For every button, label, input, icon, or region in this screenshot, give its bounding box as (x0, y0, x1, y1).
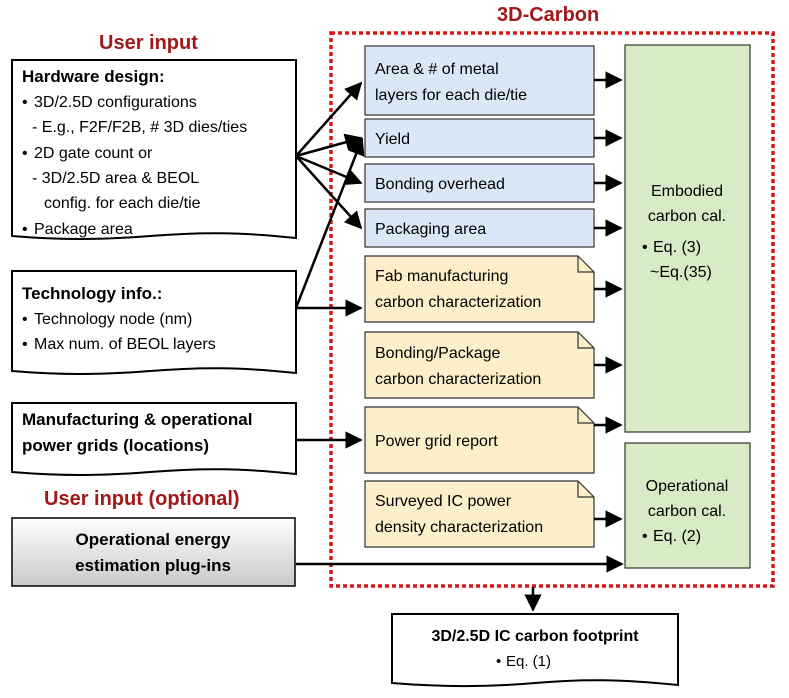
packaging-area-label: Packaging area (375, 221, 486, 238)
operational-title-line-1: Operational (646, 478, 729, 495)
fab-characterization-fold (577, 256, 594, 273)
fab-characterization-box (364, 255, 595, 323)
bonding-package-line-2: carbon characterization (375, 371, 541, 388)
hardware-bullet-2: • (22, 145, 28, 162)
area-metal-line-1: Area & # of metal (375, 61, 499, 78)
user-input-title: User input (99, 32, 198, 54)
hardware-line-3: 2D gate count or (34, 145, 153, 162)
tool-title: 3D-Carbon (497, 4, 599, 26)
surveyed-power-line-1: Surveyed IC power (375, 493, 512, 510)
area-metal-box (364, 45, 595, 116)
embodied-eq-line-2: ~Eq.(35) (650, 264, 712, 281)
hardware-title: Hardware design: (22, 67, 165, 86)
bonding-package-fold (577, 332, 594, 349)
technology-bullet-2: • (22, 336, 28, 353)
output-title: 3D/2.5D IC carbon footprint (431, 628, 639, 645)
bonding-overhead-box (364, 163, 595, 203)
grids-title-line-1: Manufacturing & operational (22, 410, 252, 429)
embodied-bullet: • (642, 239, 648, 256)
fab-characterization-line-2: carbon characterization (375, 294, 541, 311)
yield-label: Yield (375, 131, 410, 148)
bonding-package-line-1: Bonding/Package (375, 345, 501, 362)
arrow-hardware-to-bonding (295, 154, 363, 186)
hardware-bullet-3: • (22, 221, 28, 238)
arrow-technology-to-yield (294, 137, 365, 309)
packaging-area-box (364, 208, 595, 248)
embodied-title-line-2: carbon cal. (648, 208, 726, 225)
operational-carbon-box (624, 442, 751, 569)
plugins-title-line-1: Operational energy (76, 530, 231, 549)
hardware-line-4: - 3D/2.5D area & BEOL (32, 170, 199, 187)
technology-bullet-1: • (22, 311, 28, 328)
surveyed-power-line-2: density characterization (375, 519, 543, 536)
technology-line-1: Technology node (nm) (34, 311, 192, 328)
arrow-hardware-to-yield (295, 133, 363, 158)
hardware-input-box (11, 59, 297, 240)
embodied-carbon-box (624, 44, 751, 433)
output-bullet: • (496, 653, 501, 670)
hardware-line-1: 3D/2.5D configurations (34, 94, 197, 111)
embodied-title-line-1: Embodied (651, 183, 723, 200)
technology-input-box (11, 270, 297, 375)
yield-box (364, 118, 595, 158)
grids-input-box (11, 402, 297, 476)
arrow-hardware-to-packaging (295, 155, 363, 230)
surveyed-power-box (364, 480, 595, 548)
output-box (391, 613, 679, 687)
grids-title-line-2: power grids (locations) (22, 436, 209, 455)
hardware-bullet-1: • (22, 94, 28, 111)
technology-title: Technology info.: (22, 284, 162, 303)
plugins-title-line-2: estimation plug-ins (75, 556, 231, 575)
technology-line-2: Max num. of BEOL layers (34, 336, 216, 353)
hardware-line-6: Package area (34, 221, 133, 238)
operational-bullet: • (642, 528, 648, 545)
operational-eq: Eq. (2) (653, 528, 701, 545)
power-grid-report-label: Power grid report (375, 433, 498, 450)
hardware-line-5: config. for each die/tie (44, 195, 201, 212)
user-input-optional-title: User input (optional) (44, 488, 240, 510)
arrow-hardware-to-area (295, 81, 363, 157)
output-eq: Eq. (1) (506, 653, 551, 670)
hardware-line-2: - E.g., F2F/F2B, # 3D dies/ties (32, 119, 247, 136)
surveyed-power-fold (577, 481, 594, 498)
area-metal-line-2: layers for each die/tie (375, 87, 527, 104)
bonding-overhead-label: Bonding overhead (375, 176, 505, 193)
fab-characterization-line-1: Fab manufacturing (375, 268, 508, 285)
power-grid-report-box (364, 406, 595, 474)
operational-title-line-2: carbon cal. (648, 503, 726, 520)
plugins-box (11, 517, 296, 587)
power-grid-report-fold (577, 407, 594, 424)
embodied-eq-line-1: Eq. (3) (653, 239, 701, 256)
bonding-package-box (364, 331, 595, 399)
tool-boundary (329, 31, 775, 588)
